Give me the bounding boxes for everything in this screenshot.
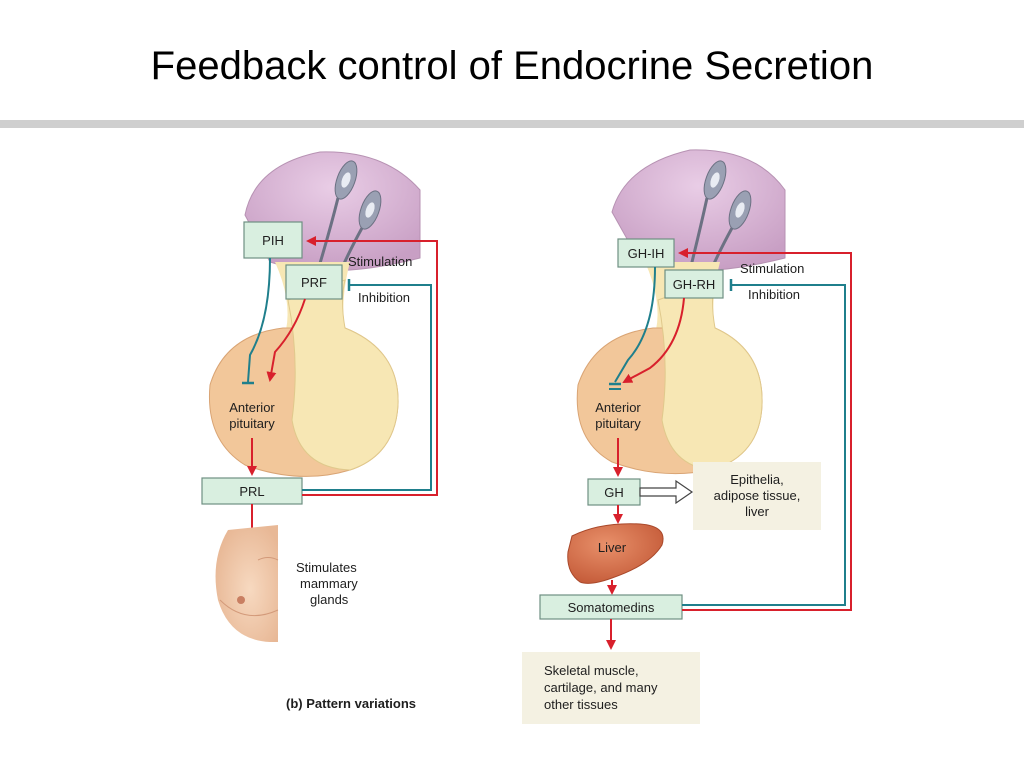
inhibition-label-right: Inhibition <box>748 287 800 302</box>
targets-line-3: liver <box>745 504 770 519</box>
targets-line-1: Epithelia, <box>730 472 783 487</box>
ghih-label: GH-IH <box>628 246 665 261</box>
stimulation-label-right: Stimulation <box>740 261 804 276</box>
prf-label: PRF <box>301 275 327 290</box>
tissues-line-1: Skeletal muscle, <box>544 663 639 678</box>
feedback-inhibition-right <box>682 284 846 606</box>
stimulation-label-left: Stimulation <box>348 254 412 269</box>
prl-label: PRL <box>239 484 264 499</box>
prf-box <box>285 264 343 300</box>
somatomedins-label: Somatomedins <box>568 600 655 615</box>
targets-line-2: adipose tissue, <box>714 488 801 503</box>
stimulation-path-prf <box>266 298 306 382</box>
pih-label: PIH <box>262 233 284 248</box>
pituitary-label-left-1: Anterior <box>229 400 275 415</box>
pituitary-label-left-2: pituitary <box>229 416 275 431</box>
inhibition-path-ghih <box>614 266 656 383</box>
neuron-icon <box>688 160 752 271</box>
liver-label: Liver <box>598 540 627 555</box>
feedback-stimulation-right <box>678 248 852 611</box>
gh-label: GH <box>604 485 624 500</box>
pih-box <box>243 221 303 259</box>
ghrh-label: GH-RH <box>673 277 716 292</box>
feedback-stimulation-left <box>302 236 438 496</box>
posterior-pituitary-right <box>657 279 763 471</box>
stimulation-path-ghrh <box>622 297 685 383</box>
pituitary-label-right-1: Anterior <box>595 400 641 415</box>
right-panel: GH-IH GH-RH Stimulation Inhibition Anter… <box>522 149 852 724</box>
neuron-icon <box>316 160 382 271</box>
ghrh-box <box>664 269 724 299</box>
tissues-line-2: cartilage, and many <box>544 680 658 695</box>
effect-line-2: mammary <box>300 576 358 591</box>
liver-illustration <box>567 523 664 584</box>
tissues-note <box>522 652 700 724</box>
tissues-line-3: other tissues <box>544 697 618 712</box>
effect-line-1: Stimulates <box>296 560 357 575</box>
arrow-to-targets <box>639 479 694 505</box>
inhibition-label-left: Inhibition <box>358 290 410 305</box>
targets-note <box>693 462 821 530</box>
effect-line-3: glands <box>310 592 349 607</box>
gh-box <box>587 478 641 506</box>
caption: (b) Pattern variations <box>286 696 416 711</box>
title-divider <box>0 120 1024 128</box>
breast-illustration <box>215 525 279 642</box>
pituitary-label-right-2: pituitary <box>595 416 641 431</box>
posterior-pituitary-left <box>287 279 399 471</box>
slide-title: Feedback control of Endocrine Secretion <box>150 44 874 88</box>
feedback-inhibition-left <box>302 284 432 491</box>
left-panel: PIH PRF Stimulation Inhibition Anterior … <box>201 151 438 711</box>
ghih-box <box>617 238 675 268</box>
inhibition-path-pih <box>247 257 271 383</box>
